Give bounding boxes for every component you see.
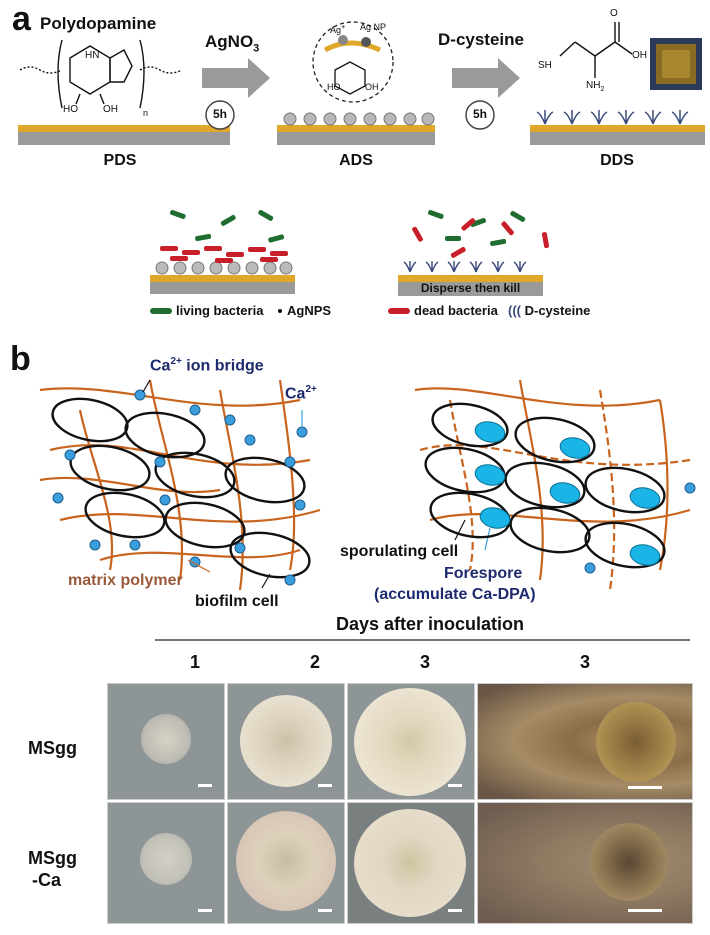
nh2-label: NH2 — [586, 80, 605, 93]
hn-label: HN — [85, 50, 100, 61]
colony-photo-msgg-ca-day2 — [227, 802, 345, 924]
legend-living-label: living bacteria — [176, 303, 264, 318]
calcium-label: Ca2+ — [285, 384, 317, 403]
ag-plus-label: Ag+ — [330, 22, 346, 35]
dcys-legend-icon: ((( — [508, 303, 525, 318]
colony-photo-msgg-day3 — [347, 683, 475, 800]
day-label-2: 2 — [309, 652, 320, 672]
ho-label-1: HO — [63, 104, 78, 115]
colony-photo-msgg-day2 — [227, 683, 345, 800]
colony-closeup-msgg — [477, 683, 693, 800]
d-cysteine-structure — [559, 22, 633, 78]
colony-photo-msgg-ca-day3 — [347, 802, 475, 924]
biofilm-matrix — [39, 379, 321, 591]
days-title: Days after inoculation — [335, 614, 525, 634]
agnp-surface — [150, 261, 295, 294]
row-label-msgg-ca-1: MSgg — [28, 848, 77, 868]
n-label: n — [143, 108, 149, 118]
pds-label: PDS — [103, 152, 137, 169]
sporulating-cell-label: sporulating cell — [340, 543, 459, 560]
zoom-circle — [312, 21, 394, 103]
colony-photo-msgg-ca-day1 — [107, 802, 225, 924]
sh-label: SH — [538, 60, 552, 71]
biofilm-cells — [51, 397, 311, 579]
pointer-arrows — [142, 379, 491, 589]
mixed-bacteria-right — [412, 209, 550, 258]
legend-dead-marker — [388, 308, 410, 314]
matrix-polymer-label: matrix polymer — [68, 572, 183, 589]
d-cysteine-label: D-cysteine — [438, 30, 524, 49]
biofilm-cell-label: biofilm cell — [195, 593, 279, 610]
legend-dcys-label: ((( D-cysteine — [508, 303, 591, 318]
clock-icon-1 — [205, 100, 235, 130]
row-label-msgg: MSgg — [28, 738, 77, 758]
day-label-1: 1 — [189, 652, 200, 672]
dcys-surface-tufts — [403, 261, 527, 273]
dds-label: DDS — [600, 152, 634, 169]
forespores — [474, 421, 661, 566]
forespore-label: Forespore — [444, 565, 523, 582]
panel-b-letter: b — [10, 340, 31, 378]
dds-cysteine-tufts — [536, 110, 689, 125]
residual-calcium-ions — [584, 482, 696, 574]
row-label-msgg-ca-2: -Ca — [32, 870, 62, 890]
polydopamine-structure — [19, 39, 183, 109]
ads-substrate — [277, 125, 435, 145]
oh-label-2: OH — [365, 82, 379, 92]
legend-agnps-label: AgNPS — [287, 303, 332, 318]
time-label-2: 5h — [472, 107, 487, 121]
day-label-4: 3 — [579, 652, 590, 672]
ho-label-2: HO — [327, 82, 341, 92]
o-label: O — [610, 8, 618, 19]
living-bacteria-left — [170, 209, 285, 243]
calcium-ions — [52, 389, 308, 586]
ads-silver-particles — [283, 112, 435, 126]
sporulating-cells — [424, 402, 666, 569]
ion-bridge-label: Ca2+ ion bridge — [150, 356, 264, 375]
pds-substrate — [18, 125, 230, 145]
dds-substrate — [530, 125, 705, 145]
colony-photo-msgg-day1 — [107, 683, 225, 800]
legend-agnps-marker — [278, 309, 282, 313]
legend-living-marker — [150, 308, 172, 314]
oh-label-3: OH — [632, 50, 647, 61]
panel-a-letter: a — [12, 0, 31, 38]
day-label-3: 3 — [419, 652, 430, 672]
accumulate-label: (accumulate Ca-DPA) — [374, 586, 536, 603]
arrow-1 — [202, 58, 270, 98]
agno3-label: AgNO3 — [205, 32, 260, 55]
dead-bacteria-layer — [160, 246, 288, 263]
ag-np-label: Ag NP — [360, 22, 387, 32]
time-label-1: 5h — [212, 107, 227, 121]
oh-label-1: OH — [103, 104, 118, 115]
arrow-2 — [452, 58, 520, 98]
disperse-label: Disperse then kill — [420, 281, 521, 295]
ads-label: ADS — [339, 152, 373, 169]
dcys-surface — [398, 275, 543, 296]
colony-closeup-msgg-ca — [477, 802, 693, 924]
legend-dead-label: dead bacteria — [414, 303, 498, 318]
clock-icon-2 — [465, 100, 495, 130]
polydopamine-label: Polydopamine — [40, 14, 157, 33]
